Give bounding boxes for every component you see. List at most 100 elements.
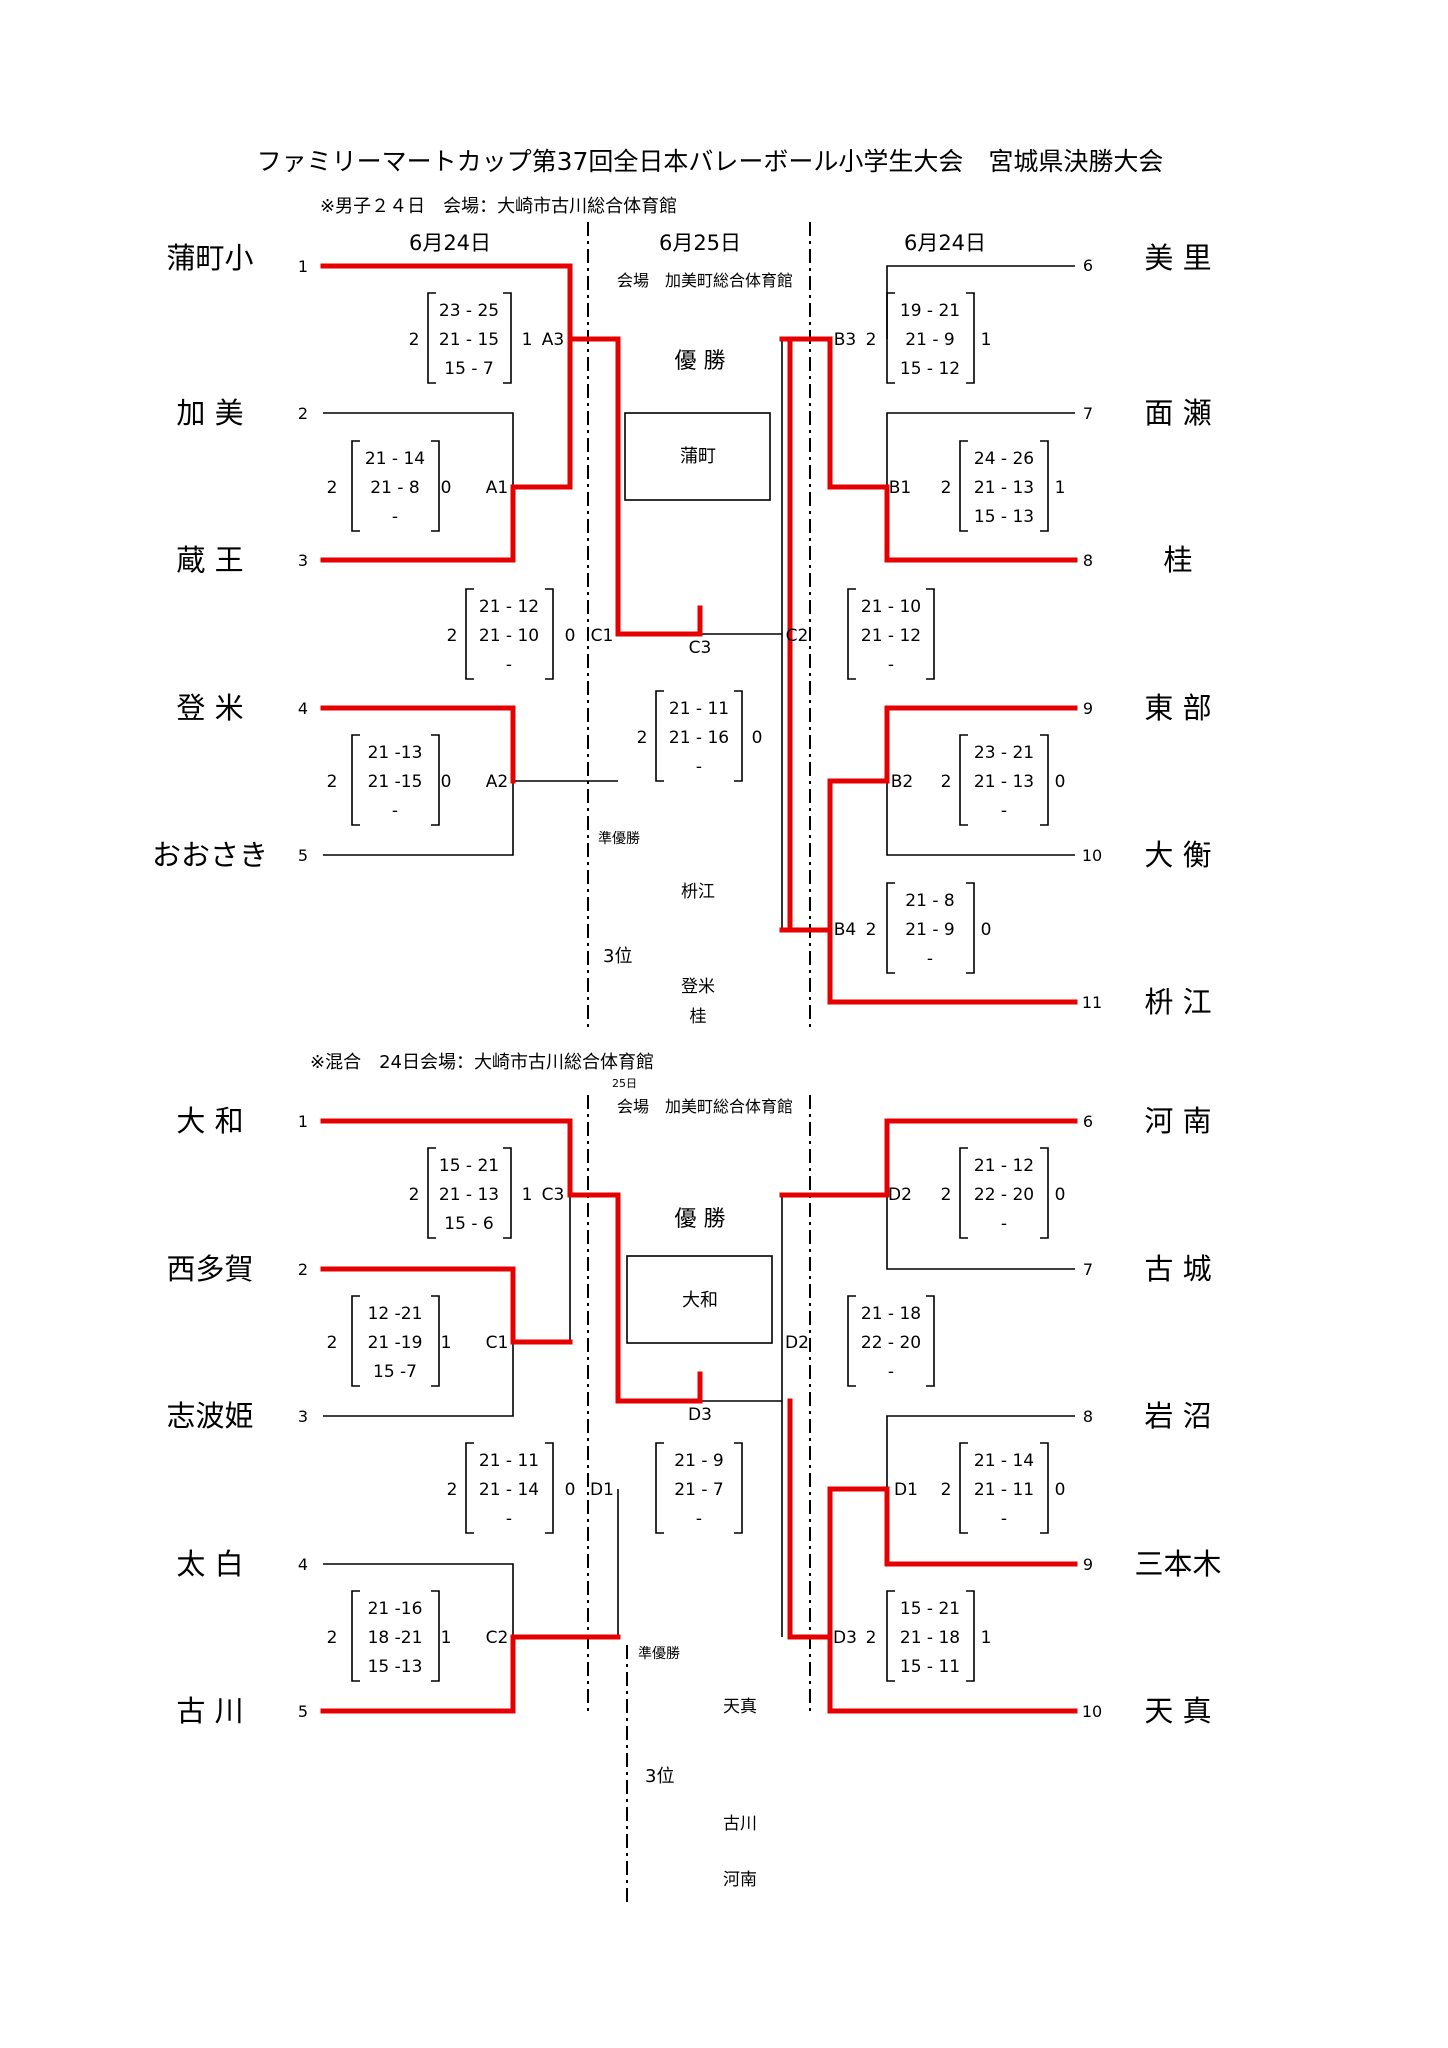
svg-text:21 - 12: 21 - 12 [479,597,539,617]
mixed-team-9: 三本木 [1134,1547,1221,1581]
svg-text:21 - 10: 21 - 10 [479,626,539,646]
svg-text:15 -7: 15 -7 [373,1362,417,1382]
svg-text:-: - [888,655,894,675]
boys-team-6: 美 里 [1144,241,1211,275]
svg-text:21 - 14: 21 - 14 [479,1480,539,1500]
svg-text:15 - 6: 15 - 6 [444,1214,493,1234]
mixed-seed-3: 3 [298,1407,308,1426]
svg-text:18 -21: 18 -21 [368,1628,423,1648]
mixed-seed-2: 2 [298,1260,308,1279]
svg-text:12 -21: 12 -21 [368,1304,423,1324]
mixed-line-team4 [323,1563,514,1637]
svg-text:-: - [392,507,398,527]
svg-text:0: 0 [565,1480,576,1500]
boys-team-8: 桂 [1163,543,1192,577]
boys-seed-2: 2 [298,404,308,423]
mixed-match-C3: 15 - 21 21 - 13 15 - 6 2 1 C3 [409,1147,564,1239]
svg-text:-: - [506,655,512,675]
svg-text:0: 0 [565,626,576,646]
boys-third-2: 桂 [690,1007,707,1027]
svg-text:19 - 21: 19 - 21 [900,301,960,321]
mixed-venue-note: ※混合 24日会場：大崎市古川総合体育館 [310,1052,654,1073]
svg-text:21 - 13: 21 - 13 [439,1185,499,1205]
mixed-match-C1: 12 -21 21 -19 15 -7 2 1 C1 [327,1295,508,1387]
svg-text:2: 2 [866,330,877,350]
boys-line-team2 [323,412,514,487]
svg-text:2: 2 [327,1628,338,1648]
svg-text:C2: C2 [486,1628,509,1648]
svg-text:21 - 8: 21 - 8 [905,891,954,911]
svg-text:21 - 8: 21 - 8 [370,478,419,498]
svg-text:1: 1 [441,1628,452,1648]
boys-line-team5 [323,781,514,856]
svg-text:2: 2 [327,1333,338,1353]
boys-match-B4: 21 - 8 21 - 9 - 2 0 B4 [834,882,991,974]
mixed-winner-path-1 [320,1118,703,1404]
boys-seed-3: 3 [298,551,308,570]
svg-text:15 - 7: 15 - 7 [444,359,493,379]
svg-text:-: - [696,757,702,777]
svg-text:2: 2 [941,772,952,792]
boys-seed-8: 8 [1083,551,1093,570]
svg-text:22 - 20: 22 - 20 [861,1333,921,1353]
boys-seed-9: 9 [1083,699,1093,718]
svg-text:C3: C3 [689,638,712,658]
mixed-bracket: ※混合 24日会場：大崎市古川総合体育館 25日 会場 加美町総合体育館 優 勝… [166,1052,1222,1905]
svg-text:D3: D3 [833,1628,857,1648]
svg-text:24 - 26: 24 - 26 [974,449,1034,469]
mixed-team-8: 岩 沼 [1144,1399,1211,1433]
svg-text:0: 0 [1055,1185,1066,1205]
svg-text:21 - 11: 21 - 11 [669,699,729,719]
mixed-line-team8 [886,1415,1075,1489]
boys-match-A3: 23 - 25 21 - 15 15 - 7 2 1 A3 [409,292,564,384]
svg-text:0: 0 [1055,772,1066,792]
svg-text:B3: B3 [834,330,856,350]
svg-text:A3: A3 [542,330,564,350]
svg-text:D1: D1 [894,1480,918,1500]
boys-line-team7 [886,412,1075,487]
svg-text:21 - 11: 21 - 11 [479,1451,539,1471]
svg-text:A1: A1 [486,478,508,498]
svg-text:21 - 18: 21 - 18 [861,1304,921,1324]
boys-team-9: 東 部 [1144,691,1211,725]
svg-text:2: 2 [941,1185,952,1205]
svg-text:1: 1 [522,1185,533,1205]
svg-text:D2: D2 [785,1333,809,1353]
boys-team-3: 蔵 王 [176,543,243,577]
boys-match-B2: 23 - 21 21 - 13 - 2 0 B2 [891,734,1066,826]
boys-date-center: 6月25日 [659,231,741,255]
svg-text:A2: A2 [486,772,508,792]
svg-text:1: 1 [441,1333,452,1353]
svg-text:2: 2 [941,478,952,498]
svg-text:B4: B4 [834,920,856,940]
mixed-seed-4: 4 [298,1555,308,1574]
boys-champion-label: 優 勝 [675,349,726,374]
mixed-team-7: 古 城 [1144,1252,1211,1286]
boys-bracket: ※男子２４日 会場：大崎市古川総合体育館 6月24日 6月25日 6月24日 会… [152,196,1212,1032]
svg-text:21 - 18: 21 - 18 [900,1628,960,1648]
mixed-venue-center: 会場 加美町総合体育館 [617,1097,793,1116]
svg-text:2: 2 [327,772,338,792]
svg-text:21 - 9: 21 - 9 [905,920,954,940]
boys-team-2: 加 美 [176,396,243,430]
boys-seed-4: 4 [298,699,308,718]
boys-champion: 蒲町 [680,446,716,467]
mixed-seed-1: 1 [298,1112,308,1131]
svg-text:2: 2 [447,1480,458,1500]
svg-text:-: - [1001,1509,1007,1529]
mixed-champion: 大和 [682,1290,718,1311]
mixed-winner-path-2 [320,1266,573,1345]
mixed-team-2: 西多賀 [166,1252,253,1286]
svg-text:21 - 14: 21 - 14 [974,1451,1034,1471]
svg-text:21 -16: 21 -16 [368,1599,423,1619]
mixed-seed-9: 9 [1083,1555,1093,1574]
svg-text:2: 2 [866,1628,877,1648]
svg-text:1: 1 [981,330,992,350]
mixed-champion-label: 優 勝 [675,1207,726,1232]
boys-third-1: 登米 [681,977,715,997]
boys-team-4: 登 米 [176,691,243,725]
mixed-team-1: 大 和 [176,1104,243,1138]
svg-text:-: - [506,1509,512,1529]
mixed-team-10: 天 真 [1144,1694,1211,1728]
boys-winner-path-c2 [779,336,793,933]
